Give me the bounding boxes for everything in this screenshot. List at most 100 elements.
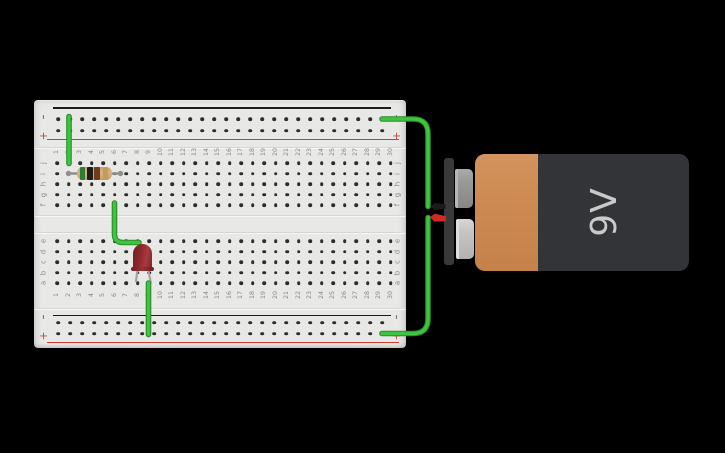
breadboard-hole[interactable] [78, 270, 82, 275]
breadboard-rail-hole[interactable] [272, 117, 276, 121]
breadboard-rail-hole[interactable] [368, 320, 372, 325]
breadboard-hole[interactable] [181, 182, 186, 186]
breadboard-hole[interactable] [55, 161, 59, 165]
breadboard-rail-hole[interactable] [188, 331, 192, 336]
breadboard-hole[interactable] [227, 203, 232, 207]
breadboard-hole[interactable] [365, 161, 370, 165]
breadboard-rail-hole[interactable] [152, 320, 156, 325]
breadboard-hole[interactable] [273, 182, 278, 186]
breadboard-hole[interactable] [193, 171, 197, 176]
breadboard-rail-hole[interactable] [236, 331, 240, 336]
breadboard-hole[interactable] [170, 182, 174, 186]
breadboard-hole[interactable] [262, 161, 266, 165]
breadboard-hole[interactable] [193, 239, 197, 243]
breadboard-rail-hole[interactable] [344, 320, 348, 325]
breadboard-hole[interactable] [285, 249, 289, 254]
breadboard-hole[interactable] [204, 182, 209, 186]
breadboard-rail-hole[interactable] [104, 320, 108, 325]
breadboard-hole[interactable] [66, 260, 71, 264]
breadboard-hole[interactable] [78, 182, 82, 186]
breadboard-rail-hole[interactable] [128, 320, 132, 325]
breadboard-hole[interactable] [319, 249, 324, 254]
breadboard-hole[interactable] [331, 171, 335, 176]
breadboard-hole[interactable] [227, 192, 232, 197]
breadboard-hole[interactable] [89, 192, 94, 197]
breadboard-rail-hole[interactable] [188, 320, 192, 325]
breadboard-hole[interactable] [377, 182, 381, 186]
breadboard-hole[interactable] [354, 171, 358, 176]
breadboard-rail-hole[interactable] [164, 331, 168, 336]
breadboard-rail-hole[interactable] [92, 117, 96, 121]
breadboard-rail-hole[interactable] [296, 331, 300, 336]
breadboard-hole[interactable] [112, 260, 117, 264]
breadboard-rail-hole[interactable] [212, 117, 216, 121]
breadboard-hole[interactable] [66, 203, 71, 207]
breadboard-hole[interactable] [147, 203, 151, 207]
breadboard-hole[interactable] [89, 281, 94, 285]
breadboard-hole[interactable] [285, 260, 289, 264]
breadboard-rail-hole[interactable] [380, 128, 384, 133]
breadboard-hole[interactable] [193, 161, 197, 165]
breadboard-hole[interactable] [101, 203, 105, 207]
wire-top-rail-to-battery-negative[interactable] [380, 117, 430, 209]
breadboard-hole[interactable] [319, 270, 324, 275]
breadboard-hole[interactable] [216, 281, 220, 285]
breadboard-hole[interactable] [388, 182, 393, 186]
breadboard-hole[interactable] [193, 203, 197, 207]
breadboard-rail-hole[interactable] [356, 128, 360, 133]
breadboard-rail-hole[interactable] [56, 331, 60, 336]
breadboard-hole[interactable] [78, 161, 82, 165]
breadboard-hole[interactable] [147, 171, 151, 176]
breadboard-rail-hole[interactable] [320, 320, 324, 325]
breadboard-hole[interactable] [158, 270, 163, 275]
breadboard-hole[interactable] [216, 171, 220, 176]
breadboard-rail-hole[interactable] [116, 320, 120, 325]
breadboard-hole[interactable] [124, 203, 128, 207]
breadboard-hole[interactable] [181, 281, 186, 285]
breadboard-rail-hole[interactable] [320, 331, 324, 336]
breadboard-hole[interactable] [354, 192, 358, 197]
breadboard-rail-hole[interactable] [152, 117, 156, 121]
breadboard[interactable] [34, 100, 406, 348]
breadboard-rail-hole[interactable] [344, 331, 348, 336]
breadboard-hole[interactable] [147, 192, 151, 197]
breadboard-hole[interactable] [377, 249, 381, 254]
breadboard-hole[interactable] [319, 239, 324, 243]
breadboard-hole[interactable] [296, 203, 301, 207]
breadboard-hole[interactable] [78, 239, 82, 243]
breadboard-rail-hole[interactable] [284, 320, 288, 325]
breadboard-hole[interactable] [227, 260, 232, 264]
breadboard-hole[interactable] [193, 260, 197, 264]
breadboard-hole[interactable] [377, 203, 381, 207]
breadboard-hole[interactable] [388, 249, 393, 254]
breadboard-hole[interactable] [250, 171, 255, 176]
breadboard-hole[interactable] [66, 192, 71, 197]
breadboard-hole[interactable] [365, 171, 370, 176]
breadboard-hole[interactable] [124, 192, 128, 197]
breadboard-rail-hole[interactable] [308, 117, 312, 121]
breadboard-hole[interactable] [227, 171, 232, 176]
breadboard-rail-hole[interactable] [188, 117, 192, 121]
breadboard-rail-hole[interactable] [176, 320, 180, 325]
breadboard-hole[interactable] [216, 260, 220, 264]
breadboard-hole[interactable] [262, 270, 266, 275]
breadboard-hole[interactable] [250, 249, 255, 254]
breadboard-hole[interactable] [331, 270, 335, 275]
breadboard-hole[interactable] [250, 192, 255, 197]
breadboard-hole[interactable] [262, 171, 266, 176]
breadboard-hole[interactable] [227, 182, 232, 186]
breadboard-hole[interactable] [170, 171, 174, 176]
breadboard-hole[interactable] [365, 192, 370, 197]
breadboard-rail-hole[interactable] [200, 117, 204, 121]
breadboard-hole[interactable] [78, 249, 82, 254]
breadboard-hole[interactable] [365, 182, 370, 186]
breadboard-hole[interactable] [227, 239, 232, 243]
breadboard-hole[interactable] [365, 239, 370, 243]
breadboard-hole[interactable] [112, 182, 117, 186]
breadboard-hole[interactable] [331, 161, 335, 165]
breadboard-hole[interactable] [227, 249, 232, 254]
breadboard-rail-hole[interactable] [368, 128, 372, 133]
breadboard-rail-hole[interactable] [56, 117, 60, 121]
breadboard-hole[interactable] [250, 182, 255, 186]
breadboard-hole[interactable] [204, 249, 209, 254]
